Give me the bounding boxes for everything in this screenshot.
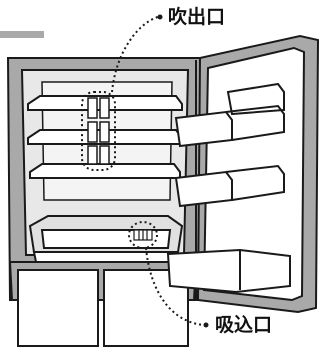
vent-c	[88, 122, 97, 142]
vent-f	[100, 146, 109, 164]
vent-b	[100, 98, 109, 118]
crisper-drawer	[30, 216, 182, 262]
vent-a	[88, 98, 97, 118]
inlet-vent	[134, 230, 152, 240]
vent-d	[100, 122, 109, 142]
outlet-dot	[158, 15, 163, 20]
outlet-label: 吹出口	[168, 8, 225, 27]
door-shelf-bottom	[168, 250, 290, 292]
vent-e	[88, 146, 97, 164]
inlet-label: 吸込口	[215, 316, 272, 335]
door-shelf-1	[176, 112, 232, 146]
inlet-dot	[204, 323, 209, 328]
cabinet-top-edge	[0, 31, 44, 38]
lower-cabinet	[10, 262, 196, 346]
shelf-3	[30, 164, 180, 178]
door-shelf-2	[176, 172, 232, 206]
